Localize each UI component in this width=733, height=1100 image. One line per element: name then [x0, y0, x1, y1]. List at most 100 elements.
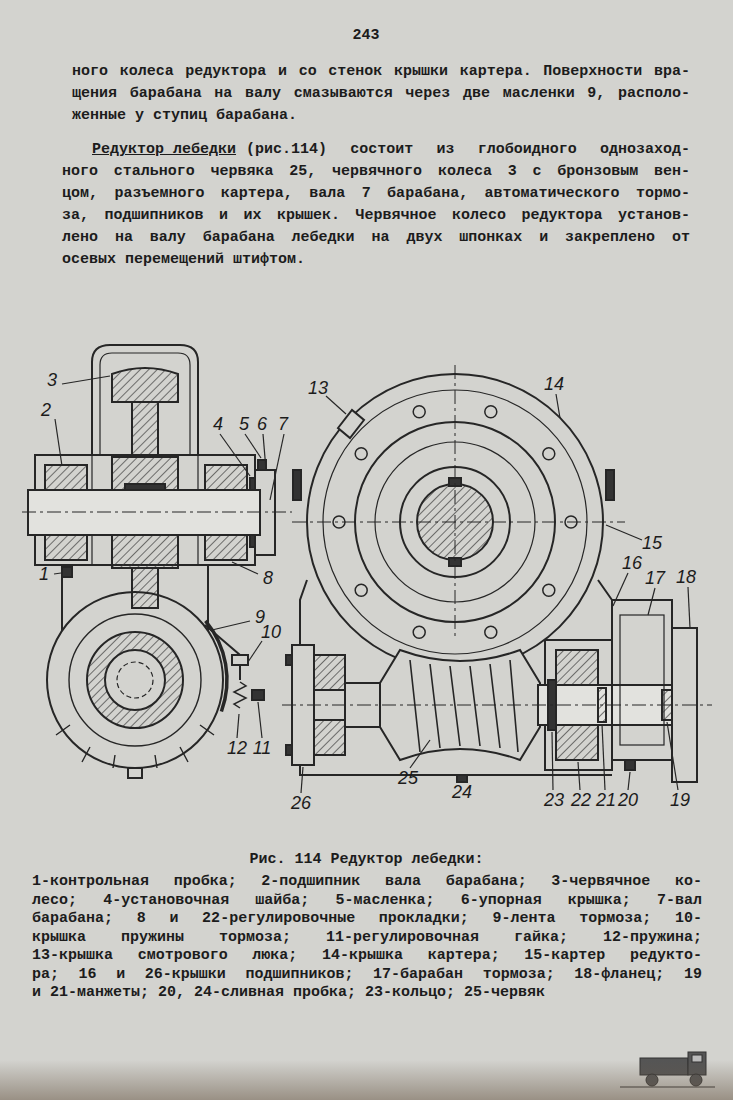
callout-number: 26 [286, 793, 316, 813]
cross-section-view-part [232, 655, 248, 665]
body-text: цом, разъемного картера, вала 7 барабана… [62, 184, 690, 204]
bolt-holes-part [413, 626, 425, 638]
callout-number: 25 [393, 768, 423, 788]
callout-number: 4 [203, 414, 233, 434]
cross-section-view-part [205, 465, 247, 490]
callout-number: 8 [253, 568, 283, 588]
worm-gear-view-part [625, 760, 635, 770]
worm-gear-view-part [282, 705, 712, 706]
worm-gear-view-part [286, 745, 292, 755]
leader-lines-part [552, 732, 553, 790]
callout-number: 11 [247, 738, 277, 758]
leader-lines-part [245, 434, 261, 458]
callout-number: 19 [665, 790, 695, 810]
body-text: ного стального червяка 25, червячного ко… [62, 162, 690, 182]
leader-lines-part [270, 434, 284, 500]
bolt-holes-part [355, 448, 367, 460]
callout-number: 1 [29, 564, 59, 584]
worm-gear-view-part [293, 470, 301, 500]
leader-lines-part [667, 722, 678, 790]
cross-section-view-part [205, 625, 240, 680]
callout-number: 21 [591, 790, 621, 810]
callout-number: 17 [640, 568, 670, 588]
worm-gear-view-part [292, 522, 625, 523]
section-heading: Редуктор лебедки [92, 140, 236, 160]
leader-lines-part [410, 740, 430, 768]
cross-section-view-part [128, 768, 142, 778]
body-text: ного колеса редуктора и со стенок крышки… [72, 62, 690, 82]
callout-number: 24 [447, 782, 477, 802]
worm-gear-view-part [620, 615, 664, 745]
caption-text: барабана; 8 и 22-регулировочные прокладк… [32, 909, 702, 929]
bolt-holes-part [413, 406, 425, 418]
cross-section-view-part [125, 484, 165, 490]
callout-number: 14 [539, 374, 569, 394]
cross-section-view-part [45, 465, 87, 490]
cross-section-view-part [69, 614, 201, 746]
worm-gear-view-part [300, 580, 612, 775]
worm-gear-view-part [314, 720, 345, 755]
leader-lines-part [613, 573, 628, 606]
cross-section-view-part [112, 457, 178, 490]
bolt-holes-part [485, 406, 497, 418]
worm-gear-view-part [410, 660, 518, 752]
worm-gear-view-part [314, 655, 345, 690]
worm-gear-view-part [556, 650, 598, 685]
leader-lines-part [220, 434, 250, 476]
body-text: женные у ступиц барабана. [72, 106, 690, 126]
figure-caption: Рис. 114 Редуктор лебедки: [0, 850, 733, 870]
caption-text: ра; 16 и 26-крышки подшипников; 17-бараб… [32, 965, 702, 985]
callout-number: 3 [37, 370, 67, 390]
page-number: 243 [343, 26, 389, 46]
leader-lines-part [606, 525, 642, 540]
callout-number: 7 [268, 414, 298, 434]
caption-text: и 21-манжеты; 20, 24-сливная пробка; 23-… [32, 983, 702, 1003]
leader-lines-part [54, 573, 61, 574]
leader-lines-part [237, 714, 239, 738]
leader-lines-part [556, 394, 560, 418]
callout-number: 5 [229, 414, 259, 434]
callout-number: 22 [566, 790, 596, 810]
leader-lines-part [212, 621, 250, 630]
worm-gear-view-part [338, 410, 364, 438]
callout-number: 6 [247, 414, 277, 434]
cross-section-view-part [112, 368, 178, 402]
cross-section-view-part [117, 662, 153, 698]
worm-gear-view-part [457, 775, 467, 782]
cross-section-view-part [132, 402, 158, 457]
bolt-holes-part [543, 448, 555, 460]
bolt-holes-part [355, 584, 367, 596]
worm-gear-view-part [612, 600, 672, 760]
body-text: осевых перемещений штифтом. [62, 250, 690, 270]
leader-lines-part [62, 376, 110, 384]
cross-section-view-part [87, 632, 183, 728]
callout-number: 10 [256, 622, 286, 642]
leader-lines-part [602, 724, 605, 790]
cross-section-view-part [62, 567, 72, 577]
callout-number: 23 [539, 790, 569, 810]
cross-section-view-part [62, 565, 208, 631]
caption-text: 13-крышка смотрового люка; 14-крышка кар… [32, 946, 702, 966]
page-shadow [0, 1060, 733, 1100]
cross-section-view-part [132, 568, 158, 608]
leader-lines-part [232, 562, 258, 574]
cross-section-view-part [252, 690, 264, 700]
cross-section-view [22, 345, 292, 778]
leader-lines-part [628, 772, 630, 790]
caption-text: 1-контрольная пробка; 2-подшипник вала б… [32, 872, 702, 892]
caption-text: крышка пружины тормоза; 11-регулировочна… [32, 928, 702, 948]
cross-section-view-part [234, 682, 246, 708]
body-text: лено на валу барабана лебедки на двух шп… [62, 228, 690, 248]
callout-number: 20 [613, 790, 643, 810]
worm-gear-view [282, 365, 712, 782]
callout-number: 12 [222, 738, 252, 758]
callout-number: 2 [31, 400, 61, 420]
body-text: за, подшипников и их крышек. Червячное к… [62, 206, 690, 226]
leader-lines-part [326, 396, 346, 414]
cross-section-view-part [105, 650, 165, 710]
leader-lines-part [301, 767, 303, 793]
worm-gear-view-part [606, 470, 614, 500]
body-text: щения барабана на валу смазываются через… [72, 84, 690, 104]
